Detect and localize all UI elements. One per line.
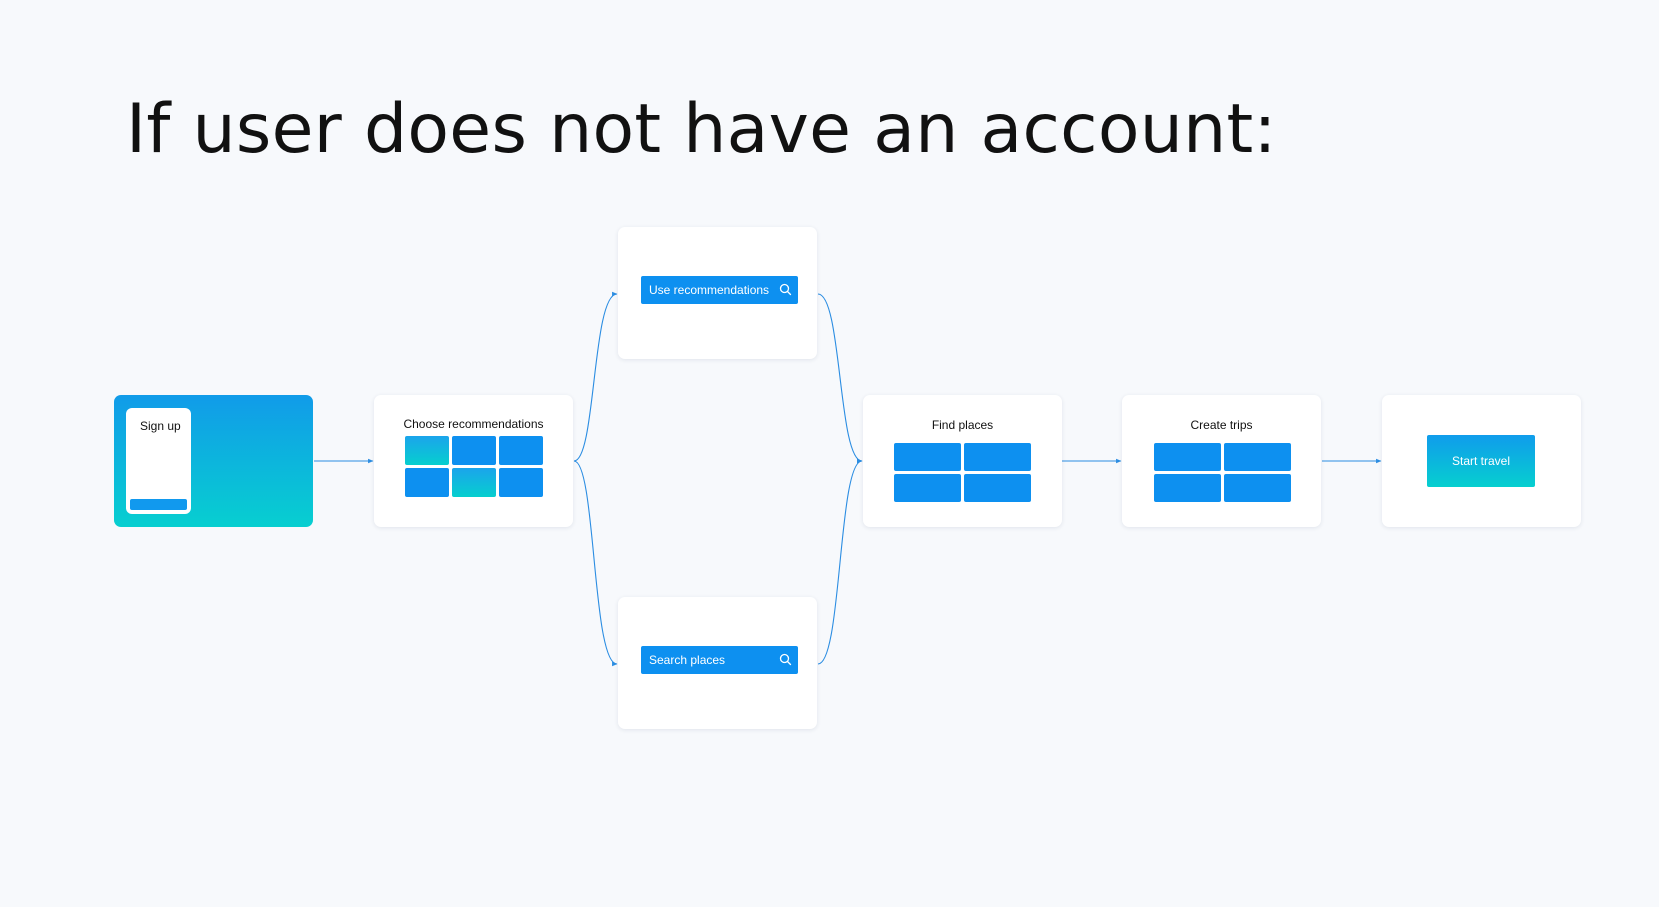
recommendation-tile	[405, 468, 449, 497]
place-tile	[964, 474, 1031, 502]
trips-grid	[1154, 443, 1291, 502]
create-trips-card: Create trips	[1122, 395, 1321, 527]
start-travel-card: Start travel	[1382, 395, 1581, 527]
use-recommendations-search: Use recommendations	[641, 276, 798, 304]
find-places-card: Find places	[863, 395, 1062, 527]
connector-use-recommendations-to-find	[817, 293, 863, 464]
start-travel-button: Start travel	[1427, 435, 1535, 487]
recommendation-tile	[452, 468, 496, 497]
connector-choose-to-search-places	[573, 460, 618, 667]
create-trips-title: Create trips	[1190, 418, 1253, 432]
signup-label: Sign up	[140, 419, 181, 433]
find-places-title: Find places	[931, 418, 994, 432]
page-title: If user does not have an account:	[126, 90, 1277, 169]
signup-card: Sign up	[114, 395, 313, 527]
place-tile	[894, 474, 961, 502]
signup-button-mock	[130, 499, 187, 510]
phone-mockup: Sign up	[126, 408, 191, 514]
search-icon	[779, 653, 792, 666]
place-tile	[894, 443, 961, 471]
use-recommendations-label: Use recommendations	[649, 283, 770, 297]
choose-recommendations-title: Choose recommendations	[403, 417, 544, 431]
trip-tile	[1154, 474, 1221, 502]
recommendation-tile	[452, 436, 496, 465]
recommendation-tile	[499, 436, 543, 465]
recommendation-tile	[405, 436, 449, 465]
connector-search-places-to-find	[817, 458, 863, 665]
trip-tile	[1224, 443, 1291, 471]
search-places-card: Search places	[618, 597, 817, 729]
choose-recommendations-card: Choose recommendations	[374, 395, 573, 527]
trip-tile	[1154, 443, 1221, 471]
places-grid	[894, 443, 1031, 502]
search-icon	[779, 283, 792, 296]
search-places-label: Search places	[649, 653, 726, 667]
trip-tile	[1224, 474, 1291, 502]
connector-choose-to-use-recommendations	[573, 291, 618, 462]
place-tile	[964, 443, 1031, 471]
use-recommendations-card: Use recommendations	[618, 227, 817, 359]
search-places-search: Search places	[641, 646, 798, 674]
recommendation-tile	[499, 468, 543, 497]
recommendations-grid	[405, 436, 543, 497]
